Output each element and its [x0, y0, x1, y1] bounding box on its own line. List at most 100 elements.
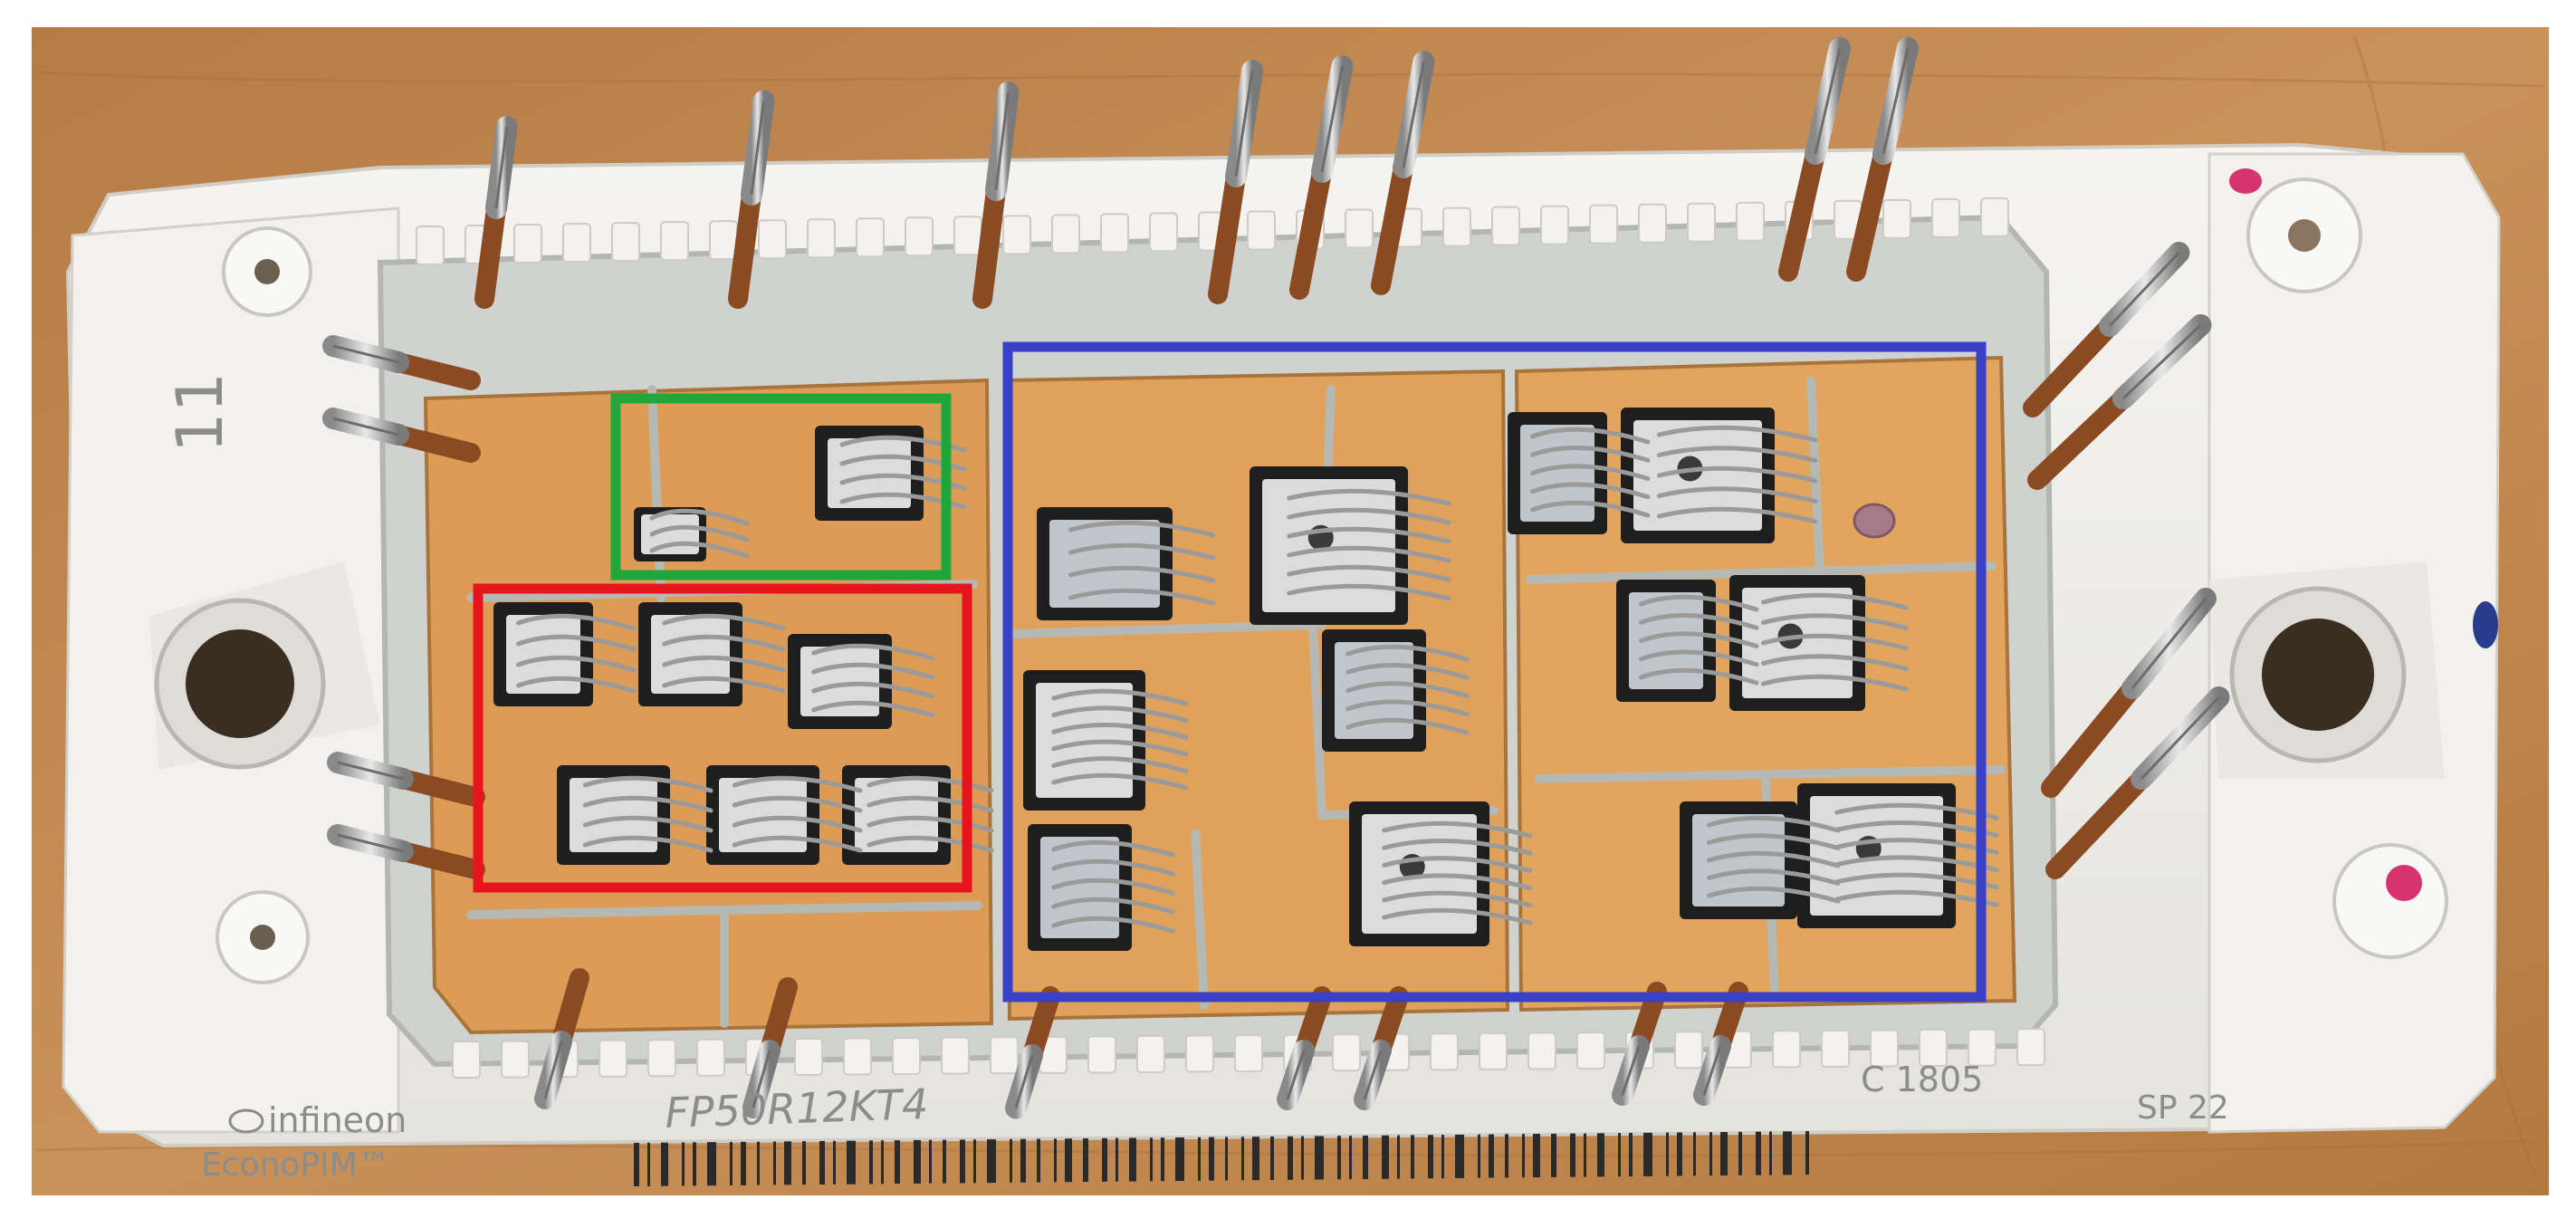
comb-tooth [696, 1038, 725, 1077]
bond-wire [867, 775, 994, 793]
comb-tooth [1870, 1029, 1899, 1068]
bond-wire [582, 775, 713, 793]
comb-tooth [1882, 198, 1911, 239]
barcode-bar [1677, 1132, 1682, 1176]
bond-wire [1051, 688, 1189, 706]
barcode-bar [1037, 1138, 1040, 1183]
bond-wire [1287, 564, 1451, 582]
bond-wire [516, 613, 637, 631]
bond-wire [1382, 839, 1533, 856]
bond-wire [1639, 649, 1759, 667]
terminal-pin [2023, 242, 2190, 417]
terminal-pin [1289, 55, 1354, 300]
bond-wire [1639, 667, 1759, 686]
bond-wire [516, 634, 637, 652]
bond-wire [1051, 897, 1175, 915]
comb-tooth [1149, 212, 1178, 253]
barcode-bar [1756, 1131, 1761, 1175]
bond-wire [1345, 681, 1470, 698]
barcode-bar [1241, 1137, 1244, 1181]
mounting-posts [215, 168, 2448, 984]
terminal-pin [327, 752, 485, 807]
bond-wire [732, 835, 863, 853]
barcode-bar [757, 1141, 760, 1185]
barcode-bar [1161, 1137, 1164, 1182]
terminal-pin [1208, 60, 1263, 304]
barcode-bar [1584, 1133, 1586, 1177]
bond-wire [1068, 565, 1216, 583]
barcode-bar [1478, 1134, 1480, 1178]
bond-wire [867, 815, 994, 833]
comb-tooth [1674, 1031, 1703, 1070]
part-number-label: FP50R12KT4 [664, 1079, 928, 1137]
bond-wire [1345, 644, 1470, 662]
barcode-bar [661, 1142, 668, 1186]
bond-wire [867, 835, 994, 853]
barcode-bar [1505, 1134, 1508, 1178]
comb-tooth [1100, 213, 1129, 254]
bond-wire [1287, 545, 1451, 563]
terminal-pin [322, 335, 481, 390]
bond-wire [1707, 868, 1841, 886]
barcode-bar [1666, 1132, 1669, 1176]
bond-wire [867, 795, 994, 813]
barcode-bar [833, 1140, 836, 1185]
comb-tooth [709, 220, 738, 261]
comb-tooth [794, 1037, 823, 1076]
bond-wire [1639, 613, 1759, 630]
barcode-bar [773, 1141, 776, 1185]
barcode-bar [741, 1141, 746, 1185]
bond-wire [1761, 592, 1909, 610]
bond-wire [1345, 663, 1470, 680]
bond-wire [1657, 465, 1818, 484]
pins-left [322, 335, 485, 879]
bond-wire [1051, 878, 1175, 896]
comb-tooth [843, 1037, 872, 1076]
comb-tooth [758, 219, 787, 260]
barcode-bar [647, 1142, 650, 1186]
comb-tooth [953, 216, 982, 256]
terminal-pin [534, 968, 589, 1109]
comb-tooth [1638, 203, 1667, 244]
barcode-bar [1010, 1138, 1012, 1183]
bond-wire [732, 775, 863, 793]
terminal-pin [327, 824, 485, 879]
comb-tooth [1919, 1029, 1948, 1068]
bond-wire [1068, 588, 1216, 606]
comb-tooth [416, 225, 445, 265]
bond-wire [1761, 613, 1909, 630]
comb-tooth [1540, 205, 1569, 245]
barcode-bar [693, 1142, 696, 1186]
bond-wire [1382, 856, 1533, 873]
bond-wire [1382, 907, 1533, 926]
terminal-pin [1277, 986, 1332, 1110]
bond-wire [1051, 772, 1189, 791]
comb-tooth [611, 222, 640, 263]
barcode-bar [1301, 1136, 1304, 1180]
bond-wire [649, 541, 750, 559]
barcode-bar [1337, 1136, 1341, 1180]
barcode-bar [1288, 1136, 1293, 1180]
bond-wire [1382, 820, 1533, 839]
comb-tooth [856, 217, 885, 258]
barcode-bar [1428, 1135, 1433, 1179]
barcode-bar [1709, 1132, 1712, 1176]
bond-wire [811, 643, 935, 661]
barcode-bar [1597, 1133, 1604, 1177]
comb-tooth [1087, 1035, 1116, 1074]
bond-wire [1761, 633, 1909, 651]
bond-wire [1287, 526, 1451, 544]
barcode-bar [987, 1139, 996, 1184]
barcode-bar [1129, 1137, 1136, 1182]
comb-tooth [513, 224, 542, 264]
barcode-bar [1209, 1137, 1214, 1181]
housing-comb-bottom [452, 1028, 2045, 1079]
barcode-bar [973, 1139, 976, 1184]
terminal-pin [474, 116, 518, 309]
comb-tooth [1821, 1029, 1850, 1068]
terminal-pin [1778, 37, 1851, 282]
comb-tooth [1136, 1034, 1165, 1073]
bond-wire [1657, 506, 1818, 524]
thermistor [1853, 503, 1896, 539]
